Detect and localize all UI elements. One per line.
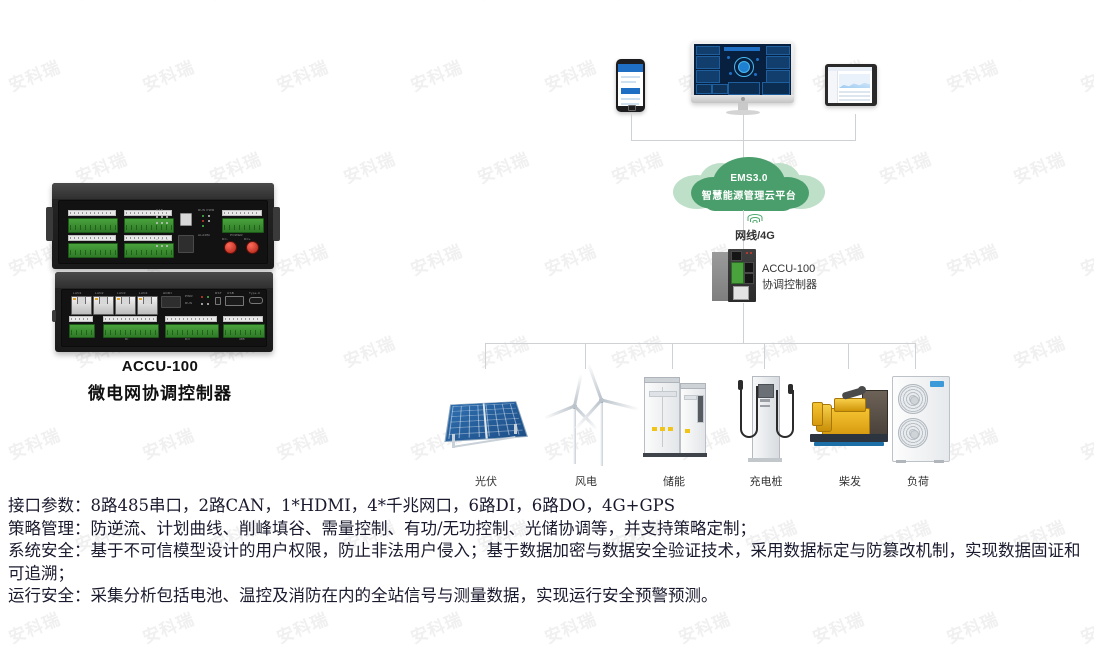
cloud-title: EMS3.0 bbox=[730, 173, 768, 184]
connector-monitor-drop bbox=[743, 114, 744, 141]
connector-tablet-drop bbox=[855, 114, 856, 141]
network-link-label: 网线/4G bbox=[700, 214, 810, 243]
spec-line-interface: 接口参数：8路485串口，2路CAN，1*HDMI，4*千兆网口，6路DI，6路… bbox=[8, 496, 676, 515]
connector-asset-wind bbox=[585, 343, 586, 369]
mobile-phone-icon bbox=[616, 59, 645, 112]
asset-wind: 风电 bbox=[536, 363, 639, 488]
wifi-icon bbox=[747, 214, 763, 225]
connector-controller-drop bbox=[743, 303, 744, 343]
tablet-icon bbox=[825, 64, 877, 106]
asset-label-wind: 风电 bbox=[575, 476, 597, 488]
asset-diesel: 柴发 bbox=[800, 372, 900, 488]
product-model: ACCU-100 bbox=[121, 358, 199, 375]
connector-cloud-to-controller bbox=[743, 210, 744, 252]
asset-load: 负荷 bbox=[868, 372, 968, 488]
ems-cloud-platform: EMS3.0 智慧能源管理云平台 bbox=[673, 157, 825, 213]
cloud-subtitle: 智慧能源管理云平台 bbox=[701, 191, 797, 202]
desktop-monitor-icon bbox=[691, 41, 794, 115]
asset-label-load: 负荷 bbox=[907, 476, 929, 488]
specification-text: 接口参数：8路485串口，2路CAN，1*HDMI，4*千兆网口，6路DI，6路… bbox=[8, 495, 1088, 608]
ev-charger-icon bbox=[716, 372, 816, 468]
spec-line-strategy: 策略管理：防逆流、计划曲线、削峰填谷、需量控制、有功/无功控制、光储协调等，并支… bbox=[8, 518, 757, 538]
asset-label-pv: 光伏 bbox=[475, 476, 497, 488]
accu-100-controller-icon bbox=[712, 249, 756, 303]
asset-label-storage: 储能 bbox=[663, 476, 685, 488]
connector-asset-charger bbox=[764, 343, 765, 369]
controller-model: ACCU-100 bbox=[762, 263, 816, 275]
product-caption: ACCU-100 微电网协调控制器 bbox=[40, 358, 280, 404]
product-name: 微电网协调控制器 bbox=[88, 384, 232, 403]
asset-label-diesel: 柴发 bbox=[839, 476, 861, 488]
accu-100-rear-panel-photo: LAN1 LAN2 LAN3 LAN4 HDMI PWR RUN RST USB… bbox=[52, 272, 273, 352]
connector-phone-drop bbox=[631, 114, 632, 141]
spec-line-operation-security: 运行安全：采集分析包括电池、温控及消防在内的全站信号与测量数据，实现运行安全预警… bbox=[8, 586, 718, 606]
asset-label-charger: 充电桩 bbox=[749, 476, 783, 488]
asset-pv: 光伏 bbox=[436, 372, 536, 488]
connector-asset-load bbox=[915, 343, 916, 369]
asset-charger: 充电桩 bbox=[716, 372, 816, 488]
connector-asset-storage bbox=[672, 343, 673, 369]
diesel-generator-icon bbox=[800, 372, 900, 468]
solar-panel-icon bbox=[436, 372, 536, 468]
asset-bus bbox=[485, 343, 915, 344]
wind-turbine-icon bbox=[536, 363, 639, 468]
controller-label: ACCU-100 协调控制器 bbox=[762, 262, 817, 294]
network-link-text: 网线/4G bbox=[735, 230, 775, 242]
spec-line-system-security: 系统安全：基于不可信模型设计的用户权限，防止非法用户侵入；基于数据加密与数据安全… bbox=[8, 541, 1081, 583]
connector-asset-pv bbox=[485, 343, 486, 369]
asset-storage: 储能 bbox=[624, 372, 724, 488]
controller-name: 协调控制器 bbox=[762, 278, 817, 291]
energy-storage-cabinet-icon bbox=[624, 372, 724, 468]
accu-100-front-panel-photo: CAN RUN PWR ALARM POWER bbox=[46, 183, 280, 269]
connector-asset-diesel bbox=[848, 343, 849, 369]
hvac-load-icon bbox=[868, 372, 968, 468]
